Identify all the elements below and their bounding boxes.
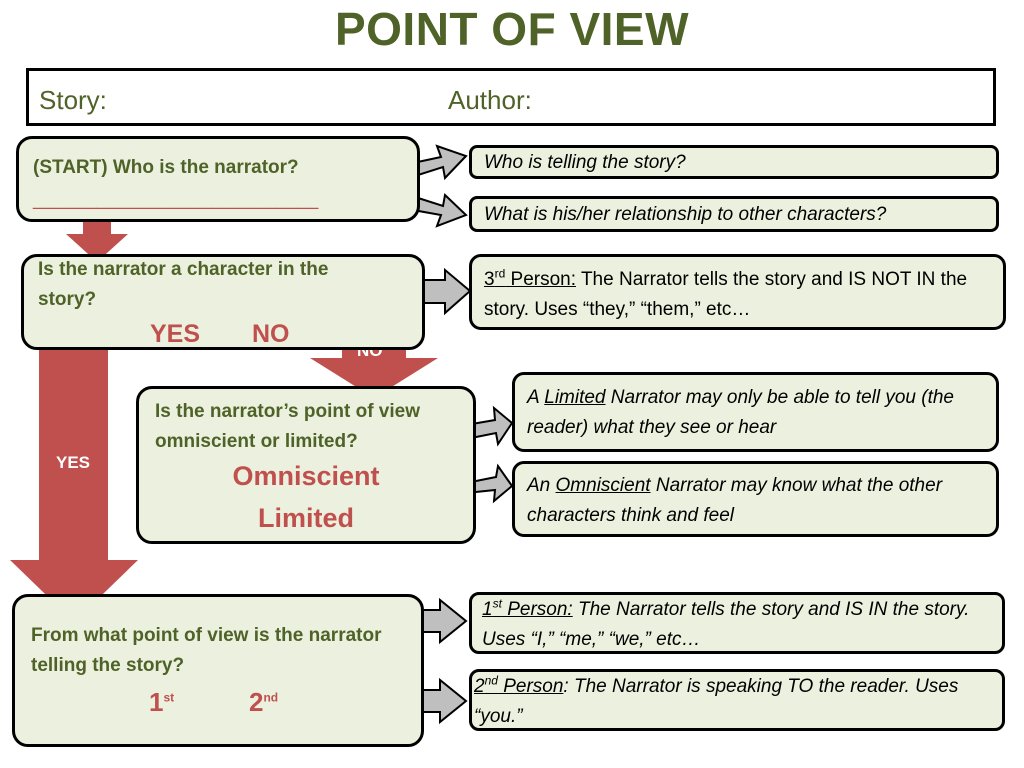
narrator-blank: ___________________________ xyxy=(33,189,319,210)
character-question: Is the narrator a character in the story… xyxy=(38,259,329,310)
start-box: (START) Who is the narrator? ___________… xyxy=(16,136,420,222)
limited-info-text: A Limited Narrator may only be able to t… xyxy=(527,387,955,438)
down-arrow-yes xyxy=(10,331,138,622)
page-title: POINT OF VIEW xyxy=(334,3,690,55)
omniscient-info-text: An Omniscient Narrator may know what the… xyxy=(527,475,943,526)
limited-info-box: A Limited Narrator may only be able to t… xyxy=(512,372,999,452)
character-yes-option: YES xyxy=(150,320,201,348)
second-option: 2nd xyxy=(249,687,279,717)
third-person-box: 3rd Person: The Narrator tells the story… xyxy=(469,254,1006,330)
first-person-text: 1st Person: The Narrator tells the story… xyxy=(482,596,970,650)
who-telling-text: Who is telling the story? xyxy=(484,152,686,173)
author-label: Author: xyxy=(448,85,532,115)
who-telling-box: Who is telling the story? xyxy=(469,145,999,179)
start-question: (START) Who is the narrator? xyxy=(33,157,299,178)
character-question-box: Is the narrator a character in the story… xyxy=(21,254,425,350)
story-label: Story: xyxy=(39,85,107,115)
third-person-text: 3rd Person: The Narrator tells the story… xyxy=(484,266,968,320)
limited-option: Limited xyxy=(257,503,354,533)
omniscient-question-box: Is the narrator’s point of view omniscie… xyxy=(136,386,476,544)
right-arrow-who xyxy=(411,144,468,181)
relationship-box: What is his/her relationship to other ch… xyxy=(469,196,999,232)
character-no-option: NO xyxy=(252,320,290,348)
pov-question: From what point of view is the narrator … xyxy=(31,625,382,676)
relationship-text: What is his/her relationship to other ch… xyxy=(484,204,887,225)
omniscient-option: Omniscient xyxy=(232,461,380,491)
first-person-box: 1st Person: The Narrator tells the story… xyxy=(469,592,1005,654)
first-option: 1st xyxy=(149,687,175,717)
right-arrow-relationship xyxy=(411,192,468,228)
second-person-box: 2nd Person: The Narrator is speaking TO … xyxy=(469,669,1005,731)
second-person-text: 2nd Person: The Narrator is speaking TO … xyxy=(474,673,959,727)
omniscient-question: Is the narrator’s point of view omniscie… xyxy=(155,401,420,452)
down-arrow-start xyxy=(66,213,128,262)
yes-arrow-label: YES xyxy=(56,453,91,472)
omniscient-info-box: An Omniscient Narrator may know what the… xyxy=(512,461,999,537)
pov-question-box: From what point of view is the narrator … xyxy=(12,594,424,747)
story-author-box: Story: Author: xyxy=(26,68,996,126)
